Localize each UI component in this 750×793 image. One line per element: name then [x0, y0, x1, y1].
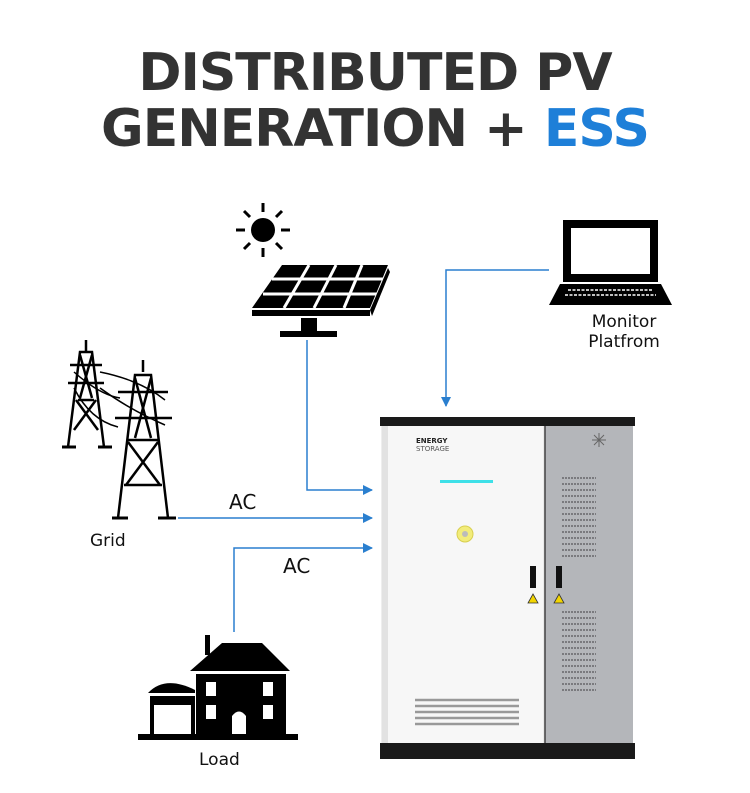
pv-arrow [306, 340, 373, 495]
house-icon [138, 635, 298, 740]
connections [178, 269, 549, 632]
monitor-arrow [441, 269, 549, 407]
monitor-label-line2: Platfrom [588, 332, 660, 352]
load-arrow [233, 543, 373, 632]
grid-label: Grid [90, 531, 126, 551]
battery-cabinet-icon [380, 417, 635, 759]
ess-brand: ENERGY STORAGE [416, 437, 449, 453]
load-ac-label: AC [283, 554, 311, 578]
title-line2-main: GENERATION + [101, 99, 528, 159]
title-line1: DISTRIBUTED PV [138, 43, 612, 103]
ess-brand-line2: STORAGE [416, 445, 450, 453]
ess-brand-line1: ENERGY [416, 437, 448, 445]
power-tower-icon [62, 340, 176, 520]
monitor-label-line1: Monitor [591, 312, 657, 332]
monitor-label: Monitor Platfrom [569, 312, 679, 352]
title-line2: GENERATION + ESS [0, 100, 750, 158]
load-label: Load [199, 750, 240, 770]
laptop-icon [549, 220, 672, 305]
solar-panel-icon [252, 264, 390, 337]
grid-ac-label: AC [229, 490, 257, 514]
sun-icon [236, 203, 290, 257]
title-accent: ESS [543, 99, 650, 159]
